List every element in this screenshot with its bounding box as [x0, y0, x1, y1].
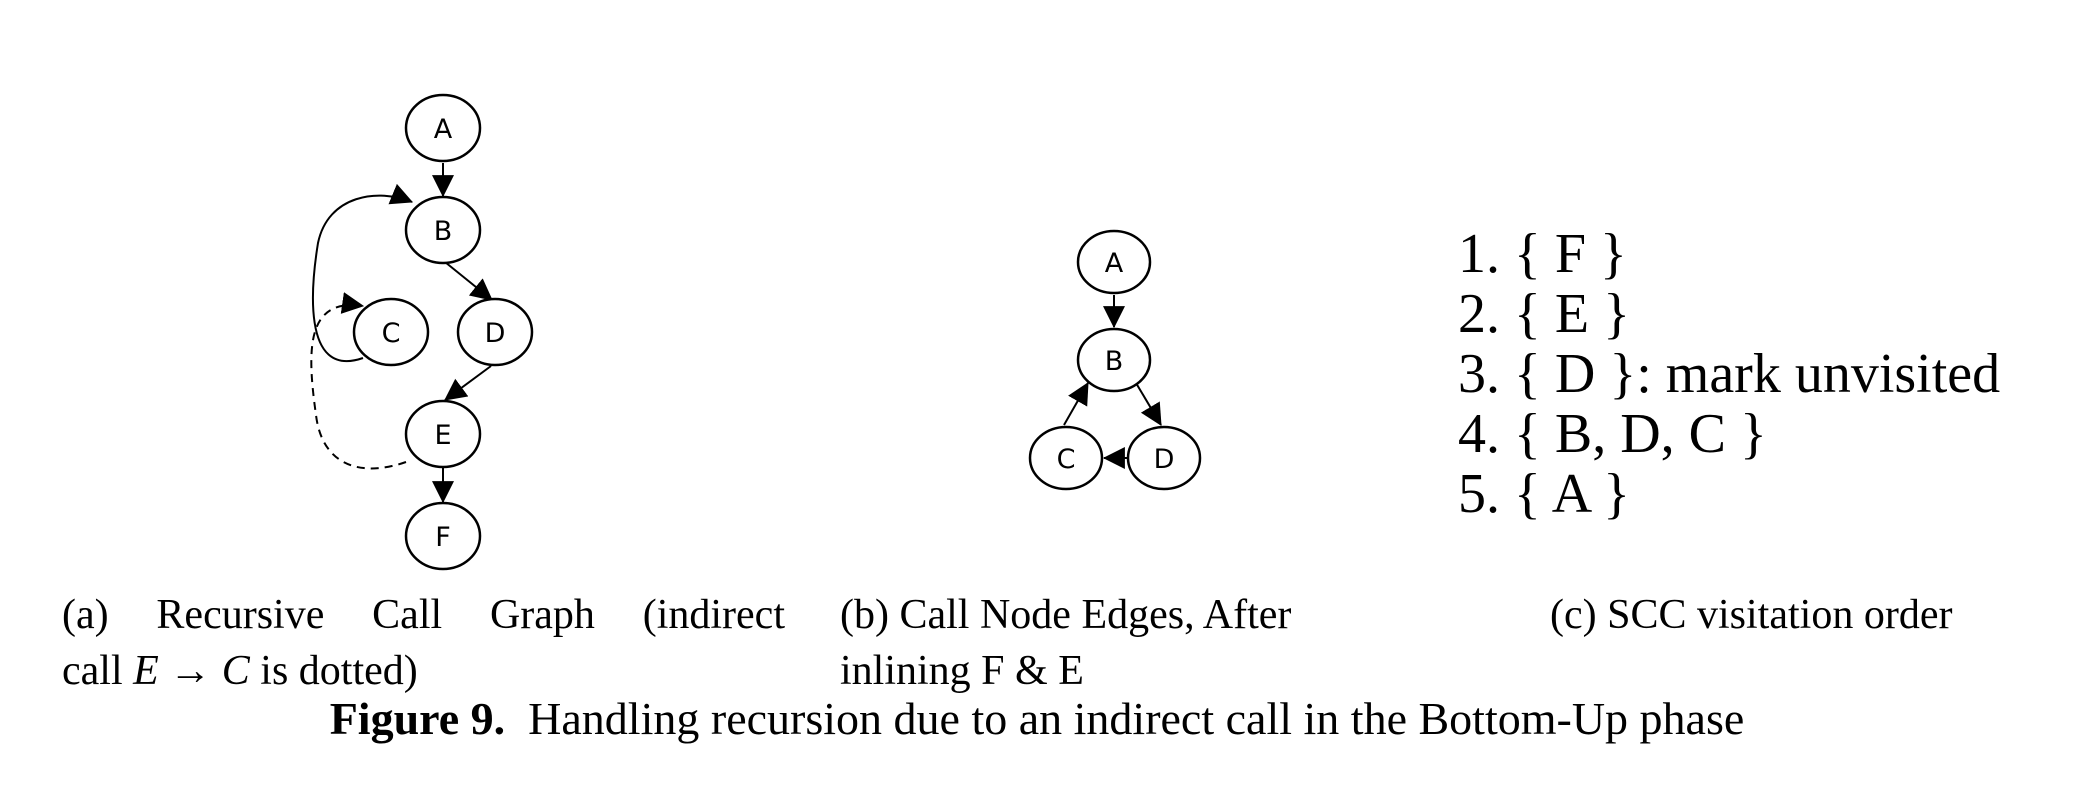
scc-item: 1. { F }: [1458, 223, 1627, 285]
subcaption-c: (c) SCC visitation order: [1550, 587, 1952, 643]
graphs-canvas: A B C D E F: [310, 93, 1202, 571]
subcaption-b-line2: inlining F & E: [840, 648, 1084, 694]
svg-text:B: B: [1105, 346, 1124, 377]
graph-a-node-d: D: [456, 297, 534, 367]
scc-item: 4. { B, D, C }: [1458, 403, 1767, 465]
edge-b-to-d: [444, 261, 493, 301]
subcaption-a: (a) Recursive Call Graph (indirect call …: [62, 587, 785, 699]
figure-caption-text: Handling recursion due to an indirect ca…: [528, 693, 1745, 744]
subcaption-a-word: Graph: [489, 592, 595, 638]
svg-text:D: D: [485, 318, 506, 349]
subcaption-a-math-from: E: [133, 648, 159, 694]
call-node-edges-graph: A B C D: [1028, 229, 1202, 491]
scc-item: 5. { A }: [1458, 463, 1631, 525]
subcaption-a-text: call: [62, 648, 134, 694]
graph-b-node-c: C: [1028, 425, 1104, 491]
graph-b-node-a: A: [1076, 229, 1152, 295]
subcaption-a-text: is dotted): [249, 648, 418, 694]
graph-a-node-f: F: [404, 501, 482, 571]
svg-text:A: A: [1105, 248, 1124, 279]
subcaption-a-arrow: →: [158, 648, 222, 694]
scc-item: 3. { D }: mark unvisited: [1458, 343, 2001, 405]
subcaption-a-word: Recursive: [156, 592, 325, 638]
edge-c-to-b: [1063, 382, 1089, 426]
subcaption-a-prefix: (a): [62, 592, 109, 638]
subcaption-a-word: (indirect: [642, 592, 785, 638]
subcaption-b-line1: (b) Call Node Edges, After: [840, 592, 1292, 638]
svg-text:F: F: [435, 522, 451, 553]
scc-item: 2. { E }: [1458, 283, 1630, 345]
svg-text:D: D: [1154, 444, 1175, 475]
edge-c-to-b: [312, 183, 414, 362]
svg-text:C: C: [382, 318, 401, 349]
svg-text:A: A: [434, 114, 453, 145]
subcaption-a-word: Call: [372, 592, 443, 638]
edge-e-to-c-dotted: [310, 292, 407, 470]
edge-b-to-d: [1135, 382, 1162, 426]
graph-a-node-c: C: [352, 297, 430, 367]
figure-label: Figure 9.: [329, 693, 506, 744]
edge-d-to-e: [444, 365, 492, 401]
graph-a-node-b: B: [404, 195, 482, 265]
subcaption-c-text: (c) SCC visitation order: [1550, 592, 1953, 638]
svg-text:E: E: [434, 420, 451, 451]
svg-text:C: C: [1057, 444, 1076, 475]
svg-text:B: B: [434, 216, 453, 247]
figure-caption: Figure 9. Handling recursion due to an i…: [0, 692, 2074, 745]
recursive-call-graph: A B C D E F: [310, 93, 534, 571]
subcaption-a-math-to: C: [221, 648, 250, 694]
graph-a-node-a: A: [404, 93, 482, 163]
graph-b-node-d: D: [1126, 425, 1202, 491]
subcaption-b: (b) Call Node Edges, After inlining F & …: [840, 587, 1291, 699]
graph-b-node-b: B: [1076, 327, 1152, 393]
graph-a-node-e: E: [404, 399, 482, 469]
